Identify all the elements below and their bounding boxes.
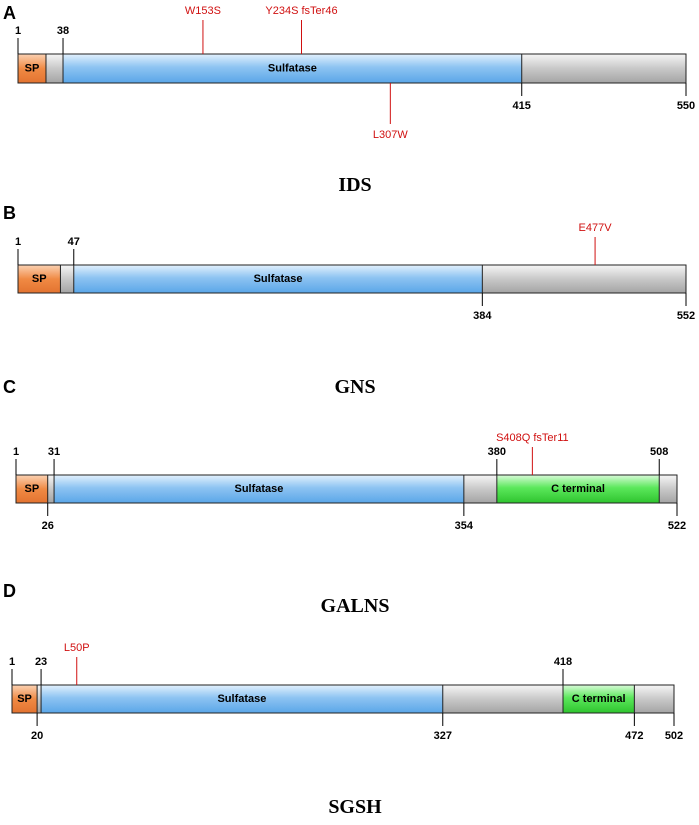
panel-c: C SP Sulfatase C terminal 1 31 380 508 26 354 522 S… — [3, 377, 686, 617]
panel-d: D SP Sulfatase C terminal 1 23 418 20 327 472 502 L… — [3, 581, 683, 818]
panel-letter: C — [3, 377, 16, 397]
position-label: 472 — [625, 730, 643, 742]
position-label: 354 — [455, 520, 474, 532]
panel-b: B SP Sulfatase 1 47 384 552 E477V GNS — [3, 203, 695, 398]
gene-name: GNS — [334, 376, 375, 398]
gene-name: IDS — [338, 174, 371, 196]
sp-domain-label: SP — [25, 63, 40, 75]
position-label: 508 — [650, 446, 668, 458]
sulfatase-domain — [62, 53, 523, 84]
sp-domain — [17, 264, 61, 294]
mutation-label: S408Q fsTer11 — [496, 432, 569, 444]
position-label: 418 — [554, 656, 572, 668]
position-label: 550 — [677, 100, 695, 112]
sulfatase-domain-label: Sulfatase — [268, 63, 317, 75]
mutation-label: E477V — [579, 222, 613, 234]
sulfatase-domain-label: Sulfatase — [254, 273, 303, 285]
position-label: 1 — [13, 446, 19, 458]
position-label: 47 — [68, 236, 80, 248]
gene-name: GALNS — [321, 595, 390, 617]
c-terminal-domain — [562, 684, 635, 714]
position-label: 31 — [48, 446, 60, 458]
position-label: 1 — [15, 236, 21, 248]
sp-domain-label: SP — [32, 273, 47, 285]
mutation-label: Y234S fsTer46 — [265, 5, 337, 17]
position-label: 1 — [15, 25, 21, 37]
c-terminal-domain — [496, 474, 660, 504]
position-label: 1 — [9, 656, 15, 668]
panel-a: A SP Sulfatase 1 38 415 550 W153S Y234S fsTer46L… — [3, 3, 695, 196]
gene-name: SGSH — [328, 796, 382, 818]
sulfatase-domain-label: Sulfatase — [217, 693, 266, 705]
position-label: 26 — [42, 520, 54, 532]
sulfatase-domain — [40, 684, 444, 714]
position-label: 552 — [677, 310, 695, 322]
sulfatase-domain-label: Sulfatase — [234, 483, 283, 495]
position-label: 20 — [31, 730, 43, 742]
position-label: 502 — [665, 730, 683, 742]
position-label: 380 — [488, 446, 506, 458]
panel-letter: D — [3, 581, 16, 601]
sulfatase-domain — [73, 264, 483, 294]
position-label: 23 — [35, 656, 47, 668]
mutation-label: W153S — [185, 5, 221, 17]
sp-domain-label: SP — [25, 483, 40, 495]
sp-domain — [15, 474, 49, 504]
mutation-label: L50P — [64, 642, 90, 654]
panel-letter: A — [3, 3, 16, 23]
c-terminal-domain-label: C terminal — [551, 483, 605, 495]
position-label: 415 — [513, 100, 531, 112]
mutation-label: L307W — [373, 129, 408, 141]
position-label: 384 — [473, 310, 492, 322]
position-label: 522 — [668, 520, 686, 532]
sp-domain — [17, 53, 47, 84]
sp-domain-label: SP — [17, 693, 32, 705]
sp-domain — [11, 684, 38, 714]
sulfatase-domain — [53, 474, 465, 504]
c-terminal-domain-label: C terminal — [572, 693, 626, 705]
panel-letter: B — [3, 203, 16, 223]
position-label: 38 — [57, 25, 69, 37]
position-label: 327 — [434, 730, 452, 742]
